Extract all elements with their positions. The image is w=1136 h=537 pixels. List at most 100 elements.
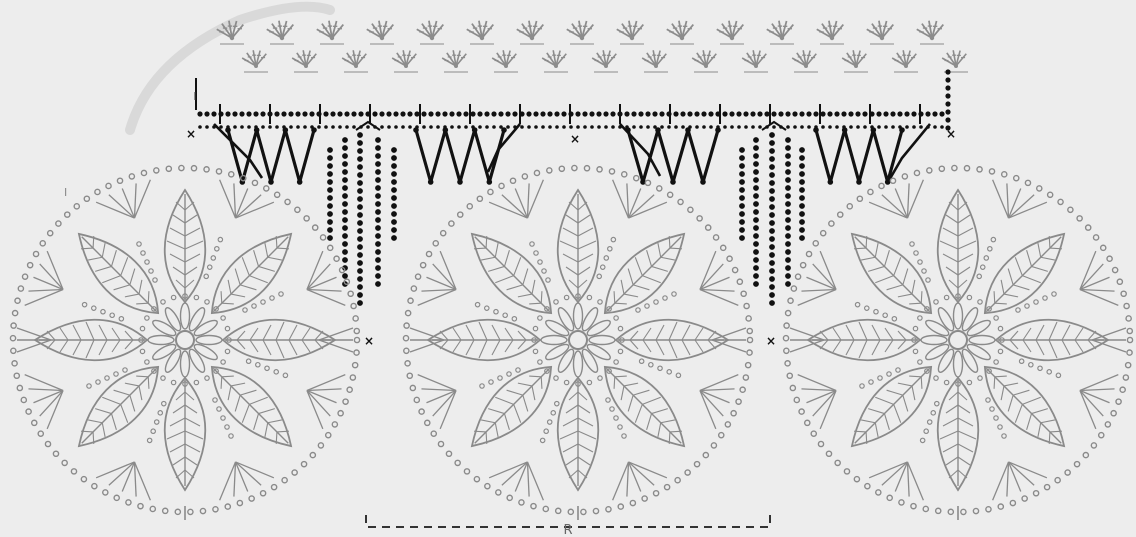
rim-fan	[236, 195, 262, 218]
outer-chain	[1091, 443, 1096, 448]
leaf-petal	[938, 378, 1006, 490]
leaf-rib	[176, 280, 185, 288]
petal-chain	[252, 304, 256, 308]
outer-chain	[743, 375, 748, 380]
pillar-stitch	[327, 163, 333, 169]
rim-fan	[236, 462, 262, 485]
petal-chain	[869, 380, 873, 384]
leaf-rib	[481, 414, 495, 428]
leaf-rib	[1036, 340, 1044, 355]
fan-base	[730, 36, 734, 40]
rim-fan	[801, 389, 836, 391]
pillar-stitch	[785, 169, 791, 175]
pillar-stitch	[799, 179, 805, 185]
pillar-stitch	[375, 241, 381, 247]
rim-fan	[134, 462, 136, 497]
pillar-stitch	[327, 179, 333, 185]
outer-chain	[213, 507, 218, 512]
leaf-rib	[81, 242, 93, 254]
zigzag-cluster-node	[413, 127, 419, 133]
outer-chain	[17, 385, 22, 390]
pillar-stitch	[357, 196, 363, 202]
leaf-rib	[271, 236, 283, 248]
chain-stitch	[652, 111, 657, 116]
pillar-stitch	[769, 180, 775, 186]
outer-chain	[531, 504, 536, 509]
pillar-stitch	[391, 195, 397, 201]
top-fan-row2	[442, 50, 466, 68]
pillar-stitch	[799, 187, 805, 193]
pillar-stitch	[785, 225, 791, 231]
leaf-rib	[176, 470, 185, 478]
center-ring	[176, 331, 194, 349]
pillar-stitch	[769, 260, 775, 266]
rim-fan	[40, 391, 63, 417]
petal-chain	[1055, 372, 1061, 378]
chain-stitch-lower	[198, 125, 202, 129]
zigzag-cluster-node	[685, 127, 691, 133]
leaf-rib	[185, 254, 200, 262]
zigzag-cluster-node	[828, 179, 834, 185]
pillar-stitch	[357, 140, 363, 146]
chain-stitch	[855, 111, 860, 116]
petal-chain	[507, 372, 511, 376]
pillar-stitch	[785, 209, 791, 215]
outer-chain	[191, 166, 196, 171]
leaf-rib	[860, 236, 872, 248]
pillar-stitch	[785, 161, 791, 167]
leaf-rib	[833, 340, 841, 352]
fan-base	[604, 64, 608, 68]
leaf-rib	[222, 298, 234, 310]
chain-stitch-lower	[667, 125, 671, 129]
outer-chain	[609, 169, 614, 174]
rim-fan	[813, 264, 836, 290]
center-chain	[934, 376, 938, 380]
chain-stitch	[925, 111, 930, 116]
leaf-rib	[125, 331, 133, 340]
center-chain	[554, 300, 558, 304]
outer-chain	[408, 298, 413, 303]
outer-chain	[175, 509, 180, 514]
leaf-rib	[630, 340, 638, 349]
pillar-stitch	[375, 161, 381, 167]
pillar-stitch	[391, 219, 397, 225]
outer-chain	[1002, 172, 1007, 177]
leaf-rib	[474, 242, 486, 254]
outer-chain	[685, 470, 690, 475]
outer-chain	[890, 178, 895, 183]
pillar-stitch	[799, 147, 805, 153]
leaf-rib	[958, 280, 967, 288]
chain-stitch-lower	[660, 125, 664, 129]
pillar-stitch	[327, 211, 333, 217]
outer-chain	[10, 336, 15, 341]
petal-chain	[213, 398, 217, 402]
petal-chain	[489, 380, 493, 384]
zigzag-cluster-node	[871, 127, 877, 133]
fan-base	[354, 64, 358, 68]
petal-chain	[878, 376, 882, 380]
pillar-stitch	[739, 163, 745, 169]
rim-fan	[907, 183, 909, 218]
fan-base	[704, 64, 708, 68]
leaf-rib	[276, 322, 284, 340]
leaf-rib	[526, 280, 540, 294]
leaf-rib	[566, 215, 578, 223]
leaf-petal	[65, 353, 193, 481]
center-ring	[949, 331, 967, 349]
outer-chain	[117, 178, 122, 183]
outer-chain	[455, 460, 460, 465]
fan-base	[830, 36, 834, 40]
outer-chain	[275, 192, 280, 197]
petal-chain	[854, 302, 860, 308]
leaf-rib	[1050, 242, 1062, 254]
rim-fan	[1007, 183, 1009, 218]
rim-fan	[813, 391, 836, 417]
pillar-stitch	[753, 209, 759, 215]
rim-fan	[109, 462, 135, 485]
leaf-rib	[185, 392, 194, 400]
center-petal	[969, 336, 995, 345]
outer-chain	[200, 508, 205, 513]
fan-base	[504, 64, 508, 68]
leaf-rib	[885, 340, 893, 352]
leaf-rib	[624, 377, 638, 391]
